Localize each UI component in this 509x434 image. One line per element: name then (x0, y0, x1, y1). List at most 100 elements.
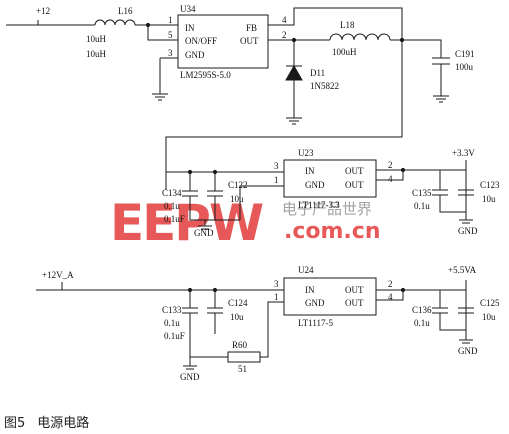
cap-c123 (458, 189, 474, 196)
wire-u34-pin4 (268, 7, 403, 42)
eepw-watermark: EEPW 电子产品世界 .com.cn (110, 194, 381, 252)
ground-symbol-u23-in (198, 225, 212, 230)
label-u24-cap-extra: 0.1uF (164, 331, 185, 341)
ground-symbol-u24-in (183, 365, 197, 370)
label-c136-val: 0.1u (414, 318, 430, 328)
wire-l18-out (390, 39, 442, 58)
label-c135: C135 (412, 188, 432, 198)
label-u24-ref: U24 (298, 265, 314, 275)
label-l16-val-b: 10uH (86, 49, 107, 59)
label-u23-gnd: GND (305, 180, 325, 190)
label-l18-val: 100uH (332, 47, 357, 57)
top-section (6, 7, 450, 173)
wire-u24-in-caps-bot (189, 313, 216, 357)
label-u23-pin1: 1 (274, 175, 279, 185)
cap-c124 (207, 307, 223, 314)
label-c122-val: 10u (230, 194, 244, 204)
ic-u34-body (177, 14, 269, 69)
label-u23-pin4: 4 (388, 174, 393, 184)
label-u24-in: IN (305, 285, 315, 295)
wire-u23-out-gnd (439, 195, 467, 220)
label-55va: +5.5VA (448, 265, 477, 275)
label-l16: L16 (118, 6, 133, 16)
label-d11: D11 (310, 68, 325, 78)
watermark-logo: EEPW (110, 194, 263, 252)
ic-u23-body (283, 159, 377, 198)
cap-c136 (432, 307, 448, 314)
label-u24-pin4: 4 (388, 292, 393, 302)
label-u23-part: LT1117-3.3 (298, 200, 340, 210)
bottom-section (36, 277, 474, 370)
ground-symbol-u34 (152, 93, 168, 101)
label-c136: C136 (412, 305, 432, 315)
label-l16-val-a: 10uH (86, 34, 107, 44)
label-l18: L18 (340, 20, 355, 30)
junction-u23-out (400, 167, 406, 173)
label-u34-part: LM2595S-5.0 (180, 70, 231, 80)
watermark-chinese: 电子产品世界 (282, 200, 372, 218)
label-u34-pin3: 3 (168, 48, 173, 58)
resistor-r60 (227, 351, 261, 363)
junction-l18-out (399, 37, 405, 43)
label-12v: +12 (36, 6, 50, 16)
label-c191-val: 100u (455, 62, 474, 72)
wire-u34-pin5 (147, 25, 178, 41)
label-c134: C134 (162, 188, 182, 198)
wire-u34-pin3-gnd (159, 57, 178, 94)
label-u23-gnd-out: GND (458, 226, 478, 236)
label-3v3: +3.3V (452, 148, 475, 158)
label-c123: C123 (480, 180, 500, 190)
label-u34-out: OUT (240, 36, 259, 46)
cap-c133 (182, 307, 198, 314)
label-c135-val: 0.1u (414, 201, 430, 211)
label-u23-out-a: OUT (345, 166, 364, 176)
label-d11-part: 1N5822 (310, 81, 339, 91)
label-u23-gnd-in: GND (194, 228, 214, 238)
label-u34-gnd: GND (185, 50, 205, 60)
label-u23-out-b: OUT (345, 180, 364, 190)
cap-c135 (432, 189, 448, 196)
label-u24-pin1: 1 (274, 292, 279, 302)
junction-u24-out (400, 287, 406, 293)
inductor-l16 (94, 19, 136, 26)
label-c125-val: 10u (482, 312, 496, 322)
label-u24-gnd-out: GND (458, 346, 478, 356)
label-u34-pin2: 2 (282, 30, 287, 40)
label-u34-pin5: 5 (168, 30, 173, 40)
diode-d11 (285, 64, 303, 81)
label-u34-pin1: 1 (168, 15, 173, 25)
junction-u23-in-b (212, 169, 218, 175)
label-u34-pin4: 4 (282, 15, 287, 25)
label-u23-in: IN (305, 166, 315, 176)
label-r60: R60 (232, 340, 248, 350)
label-c124-val: 10u (230, 312, 244, 322)
wire-u23-out (376, 169, 466, 181)
label-u24-pin3: 3 (274, 279, 279, 289)
label-c134-val: 0.1u (164, 201, 180, 211)
label-u24-part: LT1117-5 (298, 318, 333, 328)
cap-c191 (432, 57, 450, 65)
label-u24-gnd: GND (305, 298, 325, 308)
ground-symbol-u24-out (459, 339, 473, 344)
inductor-l18 (329, 33, 391, 41)
ground-symbol-u23-out (459, 219, 473, 224)
figure-number: 图5 (4, 416, 26, 431)
label-u23-pin3: 3 (274, 161, 279, 171)
junction-u23-in-a (187, 169, 193, 175)
label-c133-val: 0.1u (164, 318, 180, 328)
label-u34-onoff: ON/OFF (185, 36, 217, 46)
wire-u23-in-bus (189, 172, 216, 191)
label-c124: C124 (228, 298, 248, 308)
label-u24-out-b: OUT (345, 298, 364, 308)
label-u34-fb: FB (246, 23, 257, 33)
label-12va: +12V_A (42, 270, 74, 280)
ground-symbol-d11 (286, 117, 302, 125)
middle-section (165, 159, 474, 230)
wire-r60-right (260, 301, 284, 358)
label-u34-in: IN (185, 23, 195, 33)
figure-caption: 图5 电源电路 (4, 412, 101, 431)
figure-title: 电源电路 (37, 416, 90, 431)
label-r60-val: 51 (238, 364, 247, 374)
label-c191: C191 (455, 49, 475, 59)
